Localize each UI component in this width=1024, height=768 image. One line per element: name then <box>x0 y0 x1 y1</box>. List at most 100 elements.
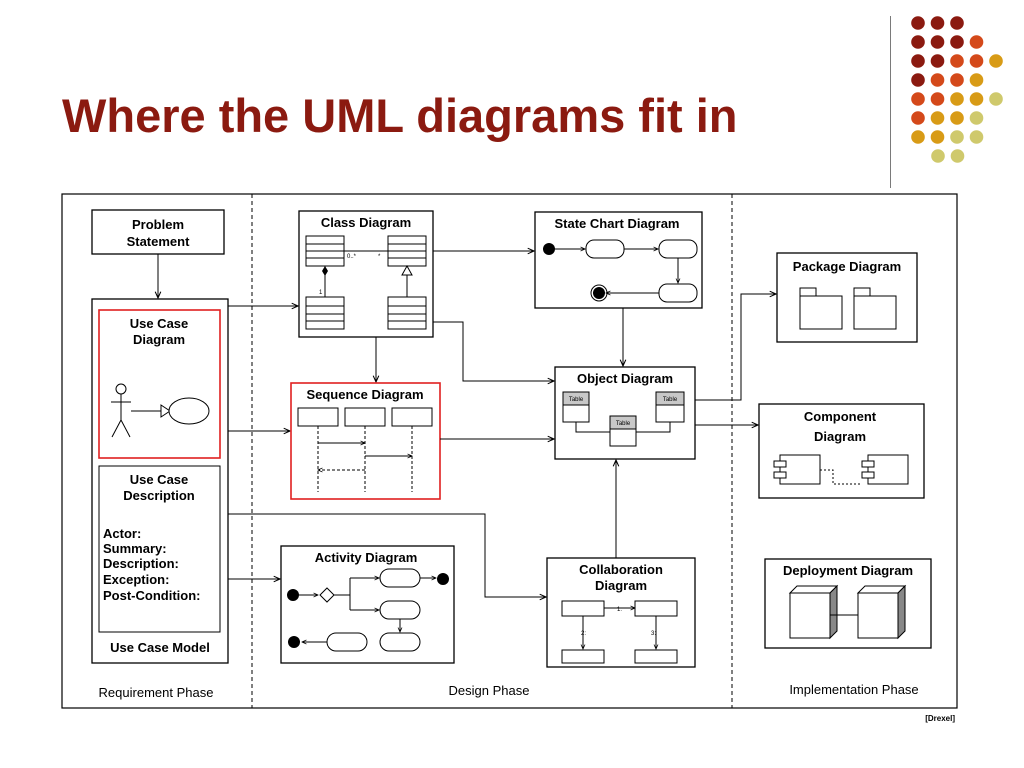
field-post-condition: Post-Condition: <box>103 588 200 603</box>
field-summary: Summary: <box>103 541 167 556</box>
decorative-dot <box>950 92 964 106</box>
node-cube-icon <box>788 584 839 640</box>
class-icon <box>387 235 427 267</box>
decorative-dot <box>911 35 925 49</box>
use-case-model-label: Use Case Model <box>110 640 210 655</box>
decorative-dot <box>950 73 964 87</box>
table-object-icon: Table <box>562 391 590 423</box>
collaboration-diagram-line1: Collaboration <box>579 562 663 577</box>
final-state-icon <box>593 287 605 299</box>
class-diagram-label: Class Diagram <box>321 215 411 230</box>
deployment-diagram-label: Deployment Diagram <box>783 563 913 578</box>
deployment-diagram-node: Deployment Diagram <box>764 558 932 649</box>
collab-message-2: 2: <box>581 631 586 637</box>
activity-diagram-node: Activity Diagram <box>280 545 455 664</box>
activity-icon <box>326 632 368 652</box>
multiplicity-left: 0..* <box>347 254 357 260</box>
design-phase-label: Design Phase <box>449 683 530 698</box>
svg-text:Table: Table <box>569 397 584 403</box>
component-diagram-line2: Diagram <box>814 429 866 444</box>
package-diagram-node: Package Diagram <box>776 252 918 343</box>
lifeline-head-icon <box>391 407 433 427</box>
decorative-dot <box>930 130 945 144</box>
arrow-usecase-to-collaboration <box>228 513 546 597</box>
problem-statement-line2: Statement <box>127 234 191 249</box>
decorative-dot <box>950 35 964 49</box>
component-icon <box>773 454 821 485</box>
decorative-dot <box>911 130 925 144</box>
class-diagram-node: Class Diagram 0..* * 1 <box>298 210 434 338</box>
package-icon <box>799 287 843 330</box>
decorative-dot <box>930 92 945 106</box>
final-node-icon <box>288 636 300 648</box>
collab-object-icon <box>561 600 605 617</box>
component-diagram-line1: Component <box>804 409 877 424</box>
field-description: Description: <box>103 556 179 571</box>
class-icon <box>305 296 345 330</box>
collab-message-3: 3: <box>651 631 656 637</box>
svg-text:Table: Table <box>616 421 631 427</box>
object-diagram-node: Object Diagram Table Table Table <box>554 366 696 460</box>
collaboration-diagram-line2: Diagram <box>595 578 647 593</box>
decorative-dot <box>950 130 964 144</box>
decorative-dot <box>969 73 984 87</box>
multiplicity-bottom: 1 <box>319 290 323 296</box>
decorative-dot <box>911 54 925 68</box>
decorative-dot <box>950 54 964 68</box>
decorative-dot <box>950 16 964 30</box>
decorative-dot <box>930 111 945 125</box>
decorative-dot <box>911 16 925 30</box>
lifeline-head-icon <box>297 407 339 427</box>
field-exception: Exception: <box>103 572 169 587</box>
component-icon <box>861 454 909 485</box>
decorative-dot <box>989 92 1003 106</box>
decorative-dot <box>950 111 964 125</box>
arrow-class-to-object <box>433 321 554 381</box>
multiplicity-right: * <box>378 254 381 260</box>
activity-icon <box>379 632 421 652</box>
decorative-dot <box>911 73 925 87</box>
decision-diamond-icon <box>319 587 335 603</box>
collab-message-1: 1: <box>617 607 622 613</box>
package-diagram-label: Package Diagram <box>793 259 901 274</box>
state-icon <box>658 283 698 303</box>
field-actor: Actor: <box>103 526 141 541</box>
activity-icon <box>379 568 421 588</box>
state-chart-diagram-node: State Chart Diagram <box>534 211 703 309</box>
arrow-object-to-package <box>695 294 776 401</box>
use-case-description-box <box>98 465 221 633</box>
problem-statement-node: Problem Statement <box>91 209 225 255</box>
component-diagram-node: Component Diagram <box>758 403 925 499</box>
collab-object-icon <box>634 649 678 664</box>
activity-icon <box>379 600 421 620</box>
decorative-dot <box>931 149 945 163</box>
class-icon <box>305 235 345 267</box>
triangle-arrowhead-icon <box>160 404 171 418</box>
table-object-icon: Table <box>655 391 685 423</box>
decorative-dot <box>930 35 945 49</box>
node-cube-icon <box>856 584 907 640</box>
inheritance-triangle-icon <box>401 264 413 276</box>
slide-title: Where the UML diagrams fit in <box>62 89 738 142</box>
state-chart-diagram-label: State Chart Diagram <box>555 216 680 231</box>
table-object-icon: Table <box>609 415 637 447</box>
collab-object-icon <box>561 649 605 664</box>
collaboration-diagram-node: Collaboration Diagram 1: 2: 3: <box>546 557 696 668</box>
use-case-description-line1: Use Case <box>130 472 189 487</box>
initial-state-icon <box>543 243 555 255</box>
initial-node-icon <box>287 589 299 601</box>
decorative-dot <box>989 54 1003 68</box>
use-case-ellipse <box>168 397 210 425</box>
actor-icon <box>111 383 131 438</box>
source-credit: [Drexel] <box>925 714 955 723</box>
problem-statement-line1: Problem <box>132 217 184 232</box>
sequence-diagram-label: Sequence Diagram <box>306 387 423 402</box>
decorative-dot <box>969 111 984 125</box>
svg-text:Table: Table <box>663 397 678 403</box>
title-divider <box>890 16 891 188</box>
decorative-dot <box>969 35 984 49</box>
decorative-dot <box>969 92 984 106</box>
requirement-phase-label: Requirement Phase <box>99 685 214 700</box>
sequence-diagram-node: Sequence Diagram <box>290 382 441 500</box>
